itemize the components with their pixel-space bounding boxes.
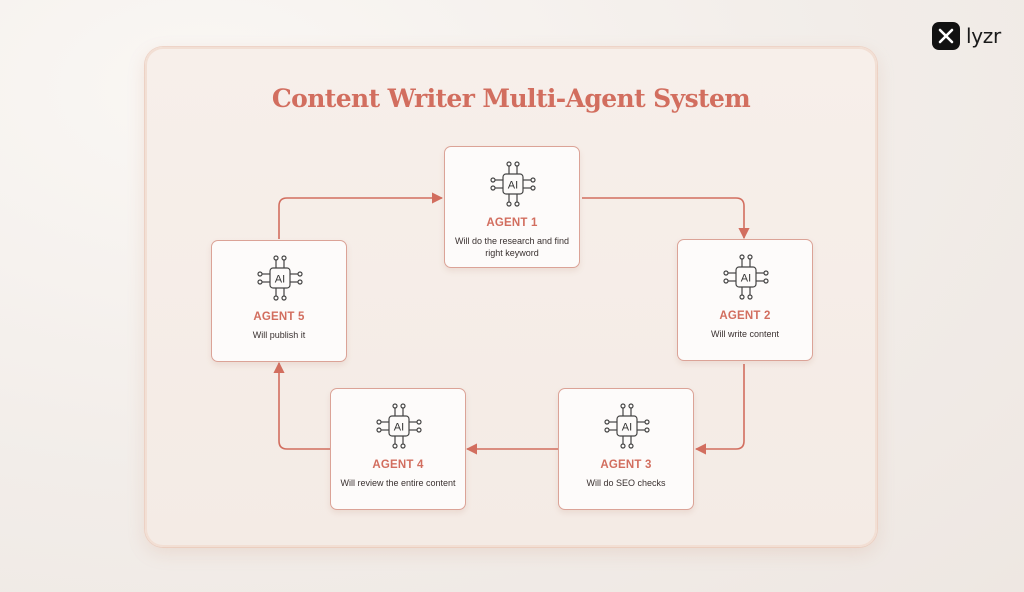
arrow-agent4-to-agent5 bbox=[273, 361, 330, 450]
agent-description: Will review the entire content bbox=[340, 478, 456, 488]
arrow-agent2-to-agent3 bbox=[694, 364, 745, 455]
ai-chip-icon: AI bbox=[604, 403, 650, 449]
agent-name: AGENT 5 bbox=[253, 311, 305, 323]
arrow-agent5-to-agent1 bbox=[278, 192, 444, 239]
arrow-agent1-to-agent2 bbox=[582, 197, 750, 240]
chip-label: AI bbox=[622, 422, 632, 434]
agent-name: AGENT 2 bbox=[719, 310, 771, 322]
ai-chip-icon: AI bbox=[490, 161, 536, 207]
agent-name: AGENT 4 bbox=[372, 459, 424, 471]
agent-card-4: AI AGENT 4 Will review the entire conten… bbox=[330, 388, 466, 510]
chip-label: AI bbox=[741, 273, 751, 285]
ai-chip-icon: AI bbox=[376, 403, 422, 449]
ai-chip-icon: AI bbox=[257, 255, 303, 301]
agent-card-3: AI AGENT 3 Will do SEO checks bbox=[558, 388, 694, 510]
brand-logo[interactable]: lyzr bbox=[932, 21, 1001, 51]
agent-name: AGENT 1 bbox=[486, 217, 538, 229]
chip-label: AI bbox=[508, 180, 518, 192]
agent-name: AGENT 3 bbox=[600, 459, 652, 471]
agent-description: Will write content bbox=[710, 329, 780, 339]
ai-chip-icon: AI bbox=[723, 254, 769, 300]
lyzr-logo-icon bbox=[932, 22, 960, 50]
diagram-title: Content Writer Multi-Agent System bbox=[271, 84, 751, 113]
agent-card-5: AI AGENT 5 Will publish it bbox=[211, 240, 347, 362]
agent-description: Will publish it bbox=[252, 330, 306, 340]
agent-card-1: AI AGENT 1 Will do the research and find… bbox=[444, 146, 580, 268]
brand-name: lyzr bbox=[966, 24, 1001, 48]
agent-card-2: AI AGENT 2 Will write content bbox=[677, 239, 813, 361]
agent-description: Will do the research and find right keyw… bbox=[454, 236, 570, 258]
chip-label: AI bbox=[275, 274, 285, 286]
agent-description: Will do SEO checks bbox=[586, 478, 666, 488]
chip-label: AI bbox=[394, 422, 404, 434]
